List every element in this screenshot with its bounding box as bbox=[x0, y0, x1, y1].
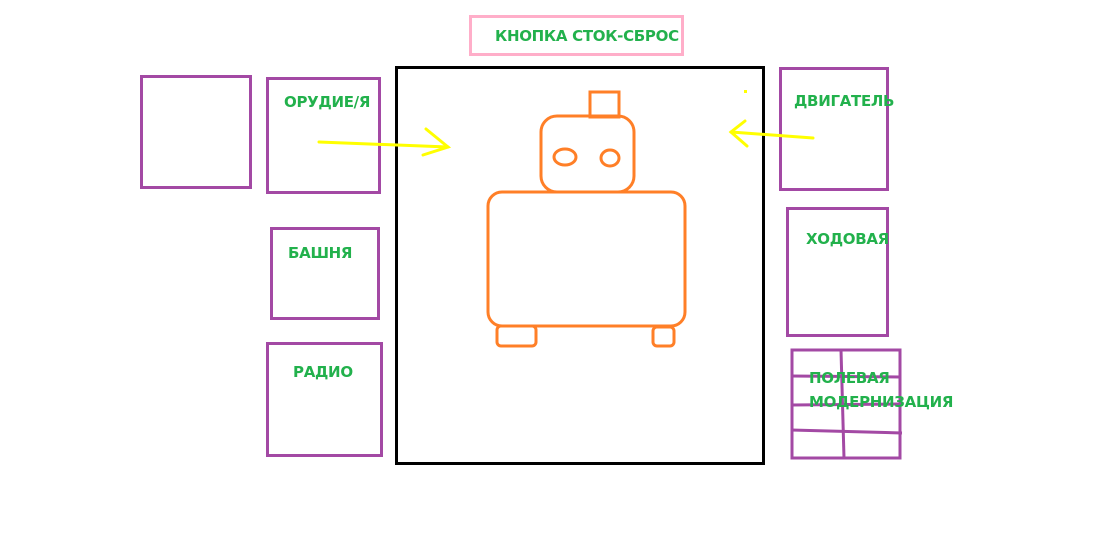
grid-hline-1 bbox=[790, 374, 901, 379]
field-modernization-slot[interactable]: ПОЛЕВАЯ МОДЕРНИЗАЦИЯ bbox=[790, 348, 953, 460]
turret-slot[interactable]: БАШНЯ bbox=[270, 227, 380, 320]
field-mod-label-line2: МОДЕРНИЗАЦИЯ bbox=[809, 393, 954, 411]
tank-track-right bbox=[651, 325, 676, 348]
extra-slot[interactable] bbox=[140, 75, 252, 189]
gun-slot[interactable]: ОРУДИЕ/Я bbox=[266, 77, 381, 194]
radio-slot[interactable]: РАДИО bbox=[266, 342, 383, 457]
field-modernization-grid bbox=[790, 348, 903, 460]
tank-gun-mantlet bbox=[588, 90, 621, 119]
tank-icon bbox=[486, 90, 687, 348]
tank-hull bbox=[486, 190, 687, 328]
gun-arrow-icon bbox=[317, 127, 452, 157]
grid-hline-3 bbox=[790, 428, 903, 435]
turret-slot-label: БАШНЯ bbox=[288, 244, 353, 262]
engine-slot-label: ДВИГАТЕЛЬ bbox=[794, 92, 895, 110]
tank-turret-hatch-right bbox=[599, 148, 621, 168]
field-mod-label-line1: ПОЛЕВАЯ bbox=[809, 369, 890, 387]
stock-reset-label: КНОПКА СТОК-СБРОС bbox=[495, 27, 679, 45]
gun-slot-label: ОРУДИЕ/Я bbox=[284, 93, 371, 111]
stray-dot bbox=[744, 90, 747, 93]
radio-slot-label: РАДИО bbox=[293, 363, 353, 381]
tank-preview-panel bbox=[395, 66, 765, 465]
stock-reset-button[interactable]: КНОПКА СТОК-СБРОС bbox=[469, 15, 684, 56]
engine-arrow-icon bbox=[728, 119, 815, 148]
grid-hline-2 bbox=[791, 402, 901, 407]
engine-slot[interactable]: ДВИГАТЕЛЬ bbox=[779, 67, 894, 191]
tank-turret-hatch-left bbox=[552, 147, 578, 167]
chassis-slot[interactable]: ХОДОВАЯ bbox=[786, 207, 889, 337]
tank-track-left bbox=[495, 324, 538, 348]
chassis-slot-label: ХОДОВАЯ bbox=[806, 230, 889, 248]
